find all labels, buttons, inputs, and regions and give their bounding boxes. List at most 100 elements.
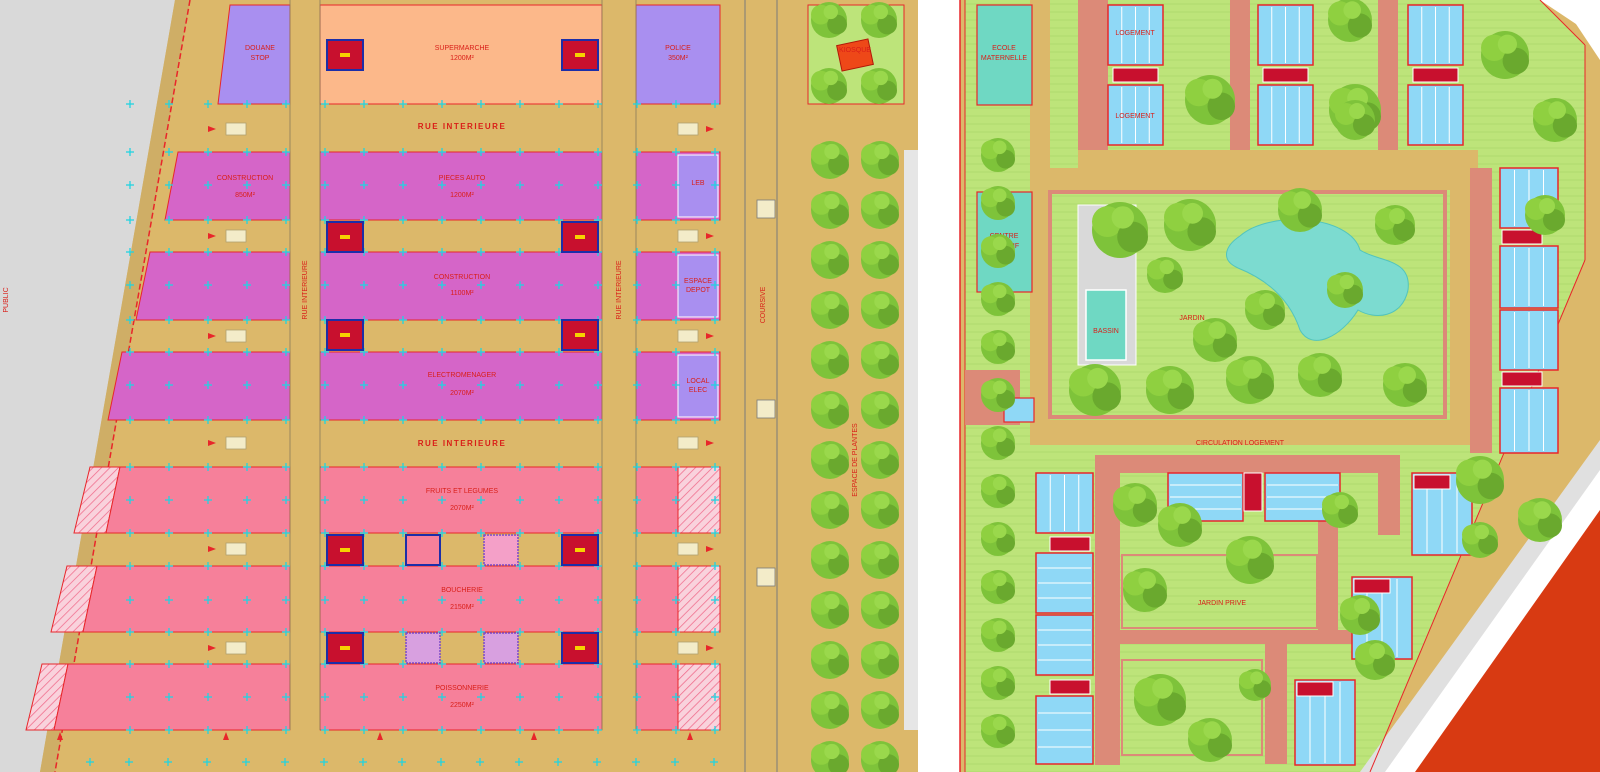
kiosk[interactable] (836, 38, 874, 72)
tree-icon (861, 341, 899, 379)
appliances-unit[interactable] (319, 351, 603, 421)
arrow-icon (706, 233, 714, 239)
survey-cross (165, 216, 173, 224)
survey-cross (204, 181, 212, 189)
stair-core (1112, 67, 1159, 83)
tree-icon (1355, 640, 1395, 680)
tree-icon (861, 2, 897, 38)
survey-cross (360, 693, 368, 701)
customs-sub: STOP (251, 55, 270, 62)
row4-left-unit[interactable] (107, 351, 291, 421)
survey-cross (204, 148, 212, 156)
pillar-marker (575, 548, 585, 552)
survey-cross (165, 281, 173, 289)
survey-cross (555, 529, 563, 537)
private-garden[interactable] (1121, 659, 1263, 756)
survey-cross (360, 181, 368, 189)
survey-cross (633, 463, 641, 471)
site-separator (918, 0, 960, 772)
row4-side-sub: ELEC (689, 387, 707, 394)
market-site: PUBLIC DOUANE STOP SUPERMARCHE 1200M² PO… (0, 0, 918, 772)
survey-cross (672, 660, 680, 668)
survey-cross (243, 463, 251, 471)
pool-label: BASSIN (1093, 328, 1119, 335)
housing-block (1107, 4, 1164, 66)
survey-cross (204, 693, 212, 701)
survey-cross (126, 693, 134, 701)
survey-cross (672, 316, 680, 324)
construction-sub-1: 850M² (235, 192, 256, 199)
survey-cross (711, 100, 719, 108)
construction-unit-1[interactable] (164, 151, 291, 221)
private-garden[interactable] (1121, 554, 1318, 629)
survey-cross (477, 181, 485, 189)
row4-side-room (677, 354, 719, 418)
survey-cross (165, 529, 173, 537)
survey-cross (359, 758, 367, 766)
survey-cross (516, 216, 524, 224)
survey-cross (320, 758, 328, 766)
construction-unit-2[interactable] (319, 251, 603, 321)
survey-cross (399, 416, 407, 424)
survey-cross (711, 693, 719, 701)
survey-cross (711, 248, 719, 256)
row3-left-unit[interactable] (135, 251, 291, 321)
stair-core (1412, 67, 1459, 83)
survey-cross (516, 628, 524, 636)
survey-cross (165, 100, 173, 108)
public-road-label: PUBLIC (3, 287, 10, 312)
row6-end-unit[interactable] (635, 565, 679, 633)
pond[interactable] (1226, 219, 1409, 341)
survey-cross (516, 463, 524, 471)
pillar-marker (340, 333, 350, 337)
kindergarten[interactable] (976, 4, 1033, 106)
row3-side-room (677, 254, 719, 318)
survey-cross (204, 529, 212, 537)
appliances-label: ELECTROMENAGER (428, 372, 496, 379)
survey-cross (438, 529, 446, 537)
path (1078, 150, 1478, 168)
survey-cross (165, 496, 173, 504)
survey-cross (672, 693, 680, 701)
survey-cross (282, 596, 290, 604)
survey-cross (711, 348, 719, 356)
tree-icon (1134, 674, 1186, 726)
tree-icon (981, 714, 1016, 748)
survey-cross (243, 216, 251, 224)
survey-cross (399, 693, 407, 701)
survey-cross (204, 596, 212, 604)
tree-icon (1069, 364, 1121, 416)
butchery-unit[interactable] (319, 565, 603, 633)
vertical-street-label-left: RUE INTERIEURE (302, 260, 309, 319)
tree-icon (1322, 492, 1358, 528)
housing-block (1107, 84, 1164, 146)
survey-cross (438, 693, 446, 701)
tree-icon (981, 378, 1016, 412)
survey-cross (399, 248, 407, 256)
street-sign (225, 542, 247, 556)
survey-cross (711, 381, 719, 389)
vertical-street-label-right: RUE INTERIEURE (616, 260, 623, 319)
row6-left-unit[interactable] (82, 565, 291, 633)
pool[interactable] (1085, 289, 1127, 361)
row7-end-unit[interactable] (635, 663, 679, 731)
row5-end-unit[interactable] (635, 466, 679, 534)
survey-cross (711, 281, 719, 289)
path (1120, 630, 1390, 644)
tree-icon (1146, 366, 1195, 414)
tree-icon (1226, 536, 1275, 584)
survey-cross (477, 148, 485, 156)
tree-icon (1335, 100, 1375, 140)
survey-cross (438, 248, 446, 256)
auto-parts-unit[interactable] (319, 151, 603, 221)
survey-cross (243, 726, 251, 734)
survey-cross (204, 316, 212, 324)
arrow-icon (208, 440, 216, 446)
construction-sub-2: 1100M² (450, 290, 474, 297)
survey-cross (672, 596, 680, 604)
survey-cross (360, 596, 368, 604)
pillar-marker (340, 548, 350, 552)
survey-cross (126, 148, 134, 156)
tree-icon (1113, 483, 1157, 527)
survey-cross (633, 529, 641, 537)
